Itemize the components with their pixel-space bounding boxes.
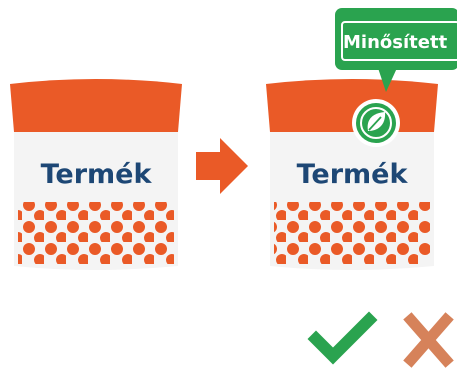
- right-package-top-band: [266, 79, 438, 132]
- right-package-dots: [274, 202, 430, 264]
- left-package-dots: [18, 202, 174, 264]
- right-package: Termék: [266, 79, 438, 270]
- checkmark-icon: [316, 320, 369, 356]
- badge-label: Minősített: [343, 32, 448, 53]
- quality-seal: [352, 99, 400, 147]
- left-package: Termék: [10, 79, 182, 270]
- left-package-label: Termék: [41, 159, 153, 190]
- right-package-label: Termék: [297, 159, 409, 190]
- arrow-right-icon: [196, 138, 248, 194]
- left-package-top-band: [10, 79, 182, 132]
- cross-icon: [411, 320, 446, 360]
